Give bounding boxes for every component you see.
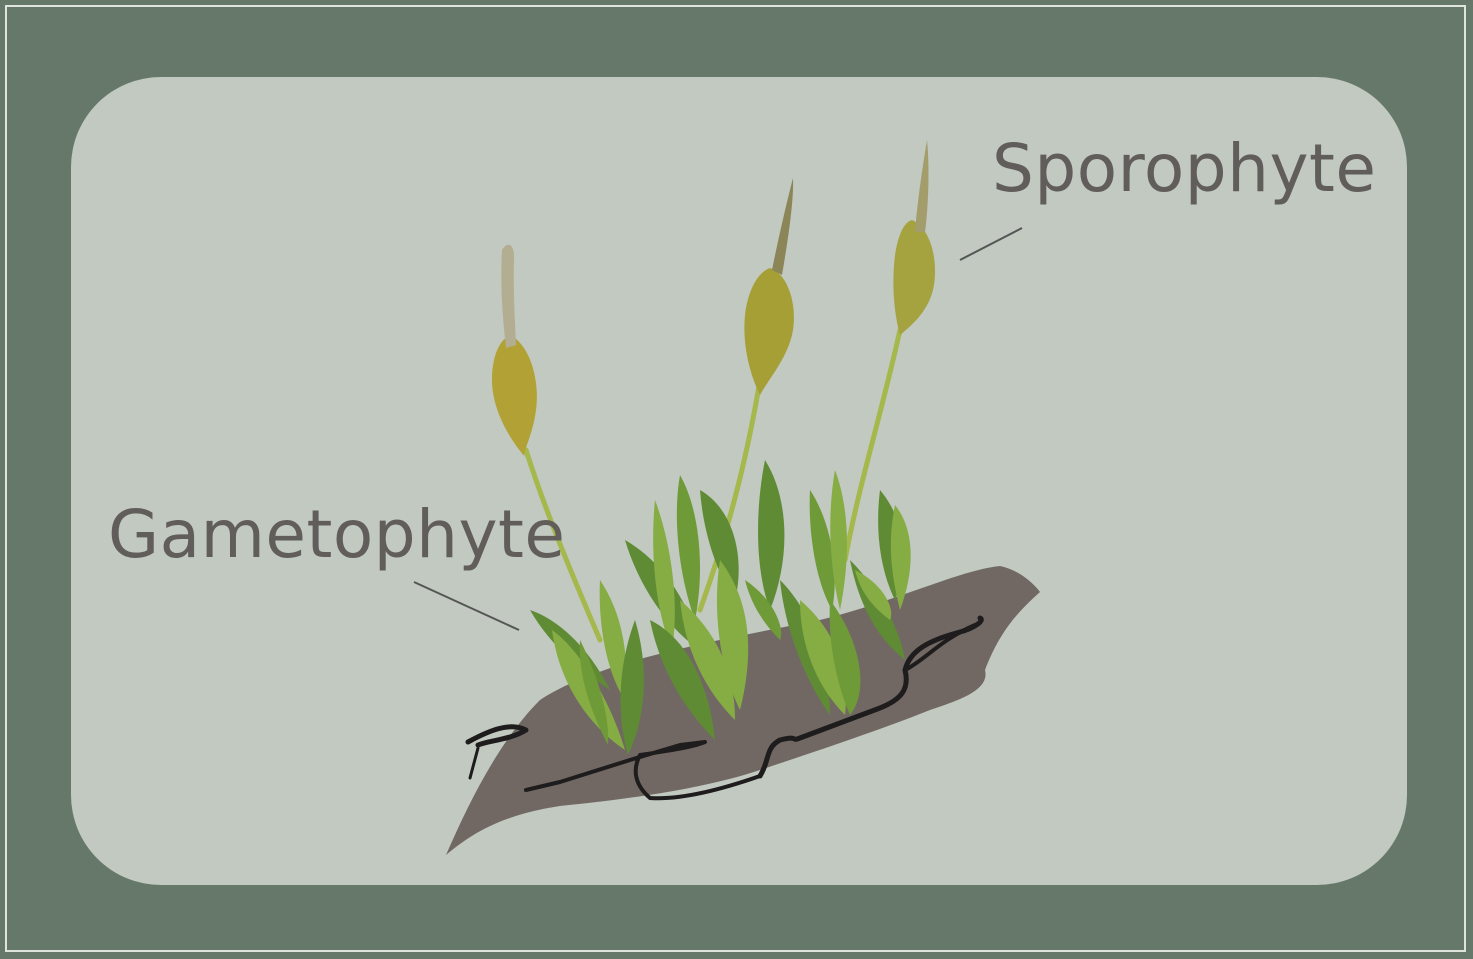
sporophyte-calyptras bbox=[501, 140, 928, 348]
gametophyte-leader-line bbox=[414, 582, 519, 630]
sporophyte-stalks bbox=[526, 330, 900, 640]
gametophyte-label: Gametophyte bbox=[108, 502, 566, 568]
sporophyte-label: Sporophyte bbox=[992, 136, 1377, 202]
sporophyte-leader-line bbox=[960, 228, 1022, 260]
sporophyte-capsules bbox=[492, 220, 935, 458]
